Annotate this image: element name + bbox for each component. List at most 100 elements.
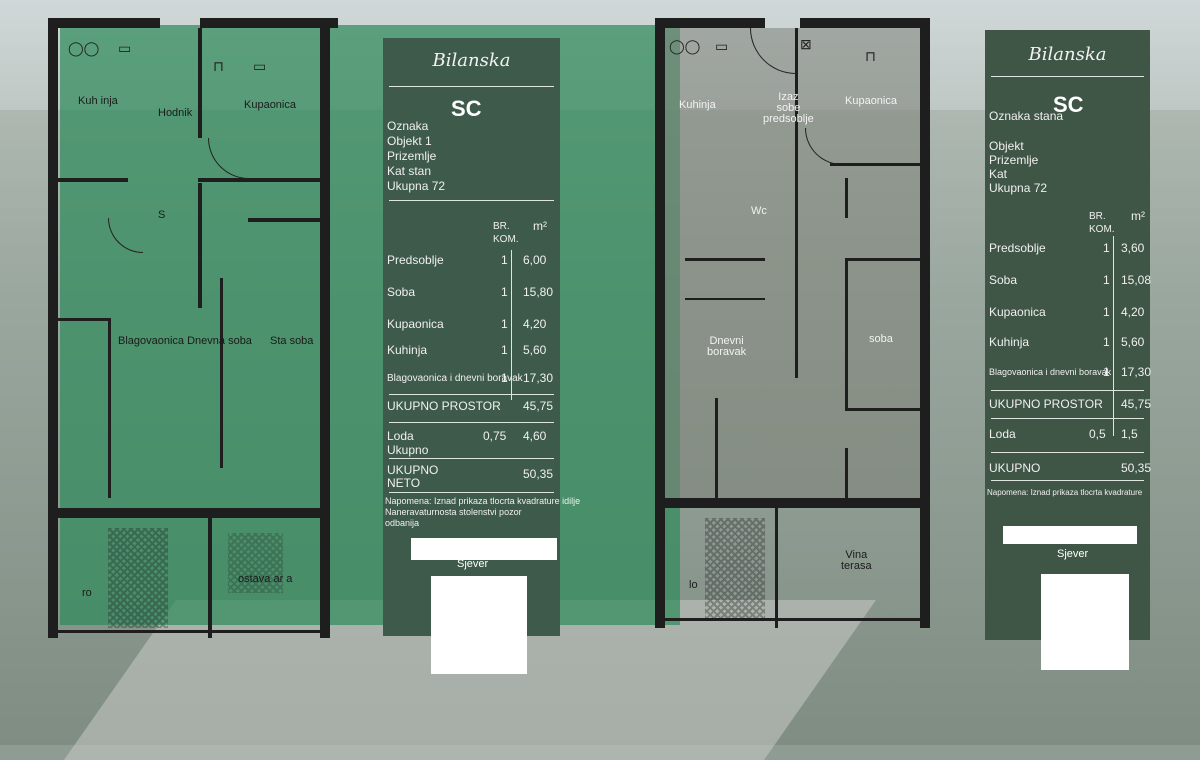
sink-icon: ▭ — [715, 38, 729, 54]
right-info-panel: Bilanska SC Oznaka stana Objekt Prizemlj… — [985, 30, 1152, 670]
row-area: 5,60 — [523, 343, 547, 357]
terrace-tiles — [705, 518, 765, 618]
compass-label: Sjever — [457, 558, 489, 570]
bathtub-icon: ⊠ — [800, 36, 812, 52]
row-area: 17,30 — [1121, 365, 1152, 379]
grand-total-label: UKUPNO — [989, 461, 1041, 475]
room-label-wc: Wc — [751, 205, 767, 217]
row-area: 5,60 — [1121, 335, 1145, 349]
column-header-count: BR. KOM. — [1089, 211, 1115, 235]
room-label-terrace-right: ostava ar a — [238, 573, 293, 585]
grand-total-value: 50,35 — [523, 467, 554, 481]
row-count: 1 — [501, 317, 508, 331]
row-area: 3,60 — [1121, 241, 1145, 255]
extra-row-area: 4,60 — [523, 429, 547, 443]
left-info-panel: Bilanska SC Oznaka Objekt 1 Prizemlje Ka… — [383, 38, 580, 674]
left-floor-plan: ◯◯ ▭ ▭ ⊓ Kuh inja Hodnik Kupaonica S Bla… — [48, 18, 338, 638]
extra-row-count: 0,5 — [1089, 427, 1106, 441]
extra-row-name: Loda — [989, 427, 1016, 441]
extra-row-area: 1,5 — [1121, 427, 1138, 441]
row-count: 1 — [501, 253, 508, 267]
compass-box — [431, 576, 527, 674]
header-line: Ukupna 72 — [989, 181, 1048, 195]
bathtub-icon: ▭ — [253, 58, 267, 74]
row-name: Predsoblje — [387, 253, 444, 267]
header-line: Kat stan — [387, 164, 432, 178]
extra-row-name: Ukupno — [387, 443, 429, 457]
room-label-living: Blagovaonica Dnevna soba — [118, 335, 252, 347]
total-label: UKUPNO PROSTOR — [387, 399, 501, 413]
stove-icon: ◯◯ — [669, 38, 701, 54]
total-label: UKUPNO PROSTOR — [989, 397, 1103, 411]
row-area: 4,20 — [523, 317, 547, 331]
row-name: Kuhinja — [387, 343, 428, 357]
row-count: 1 — [1103, 305, 1110, 319]
room-label-hall: Hodnik — [158, 107, 193, 119]
row-area: 17,30 — [523, 371, 554, 385]
terrace-tiles-left — [108, 528, 168, 628]
company-logo: SC — [451, 96, 482, 121]
left-plan-green-wash — [60, 25, 680, 625]
row-area: 15,08 — [1121, 273, 1152, 287]
row-count: 1 — [1103, 241, 1110, 255]
footnote: Napomena: Iznad prikaza tlocrta kvadratu… — [987, 488, 1143, 497]
room-label-kitchen: Kuhinja — [679, 99, 716, 111]
header-line: Prizemlje — [387, 149, 437, 163]
terrace-tiles-right — [228, 533, 283, 593]
row-count: 1 — [501, 285, 508, 299]
room-label-wc: S — [158, 209, 166, 221]
compass-box — [1003, 526, 1137, 544]
header-line: Kat — [989, 167, 1008, 181]
row-count: 1 — [501, 371, 508, 385]
compass-box — [411, 538, 557, 560]
door-swing — [208, 138, 249, 179]
column-header-area: m² — [533, 219, 547, 233]
company-logo: SC — [1053, 92, 1084, 117]
room-label-hall: Izaz sobe predsoblje — [763, 91, 814, 125]
footnote: Napomena: Iznad prikaza tlocrta kvadratu… — [385, 496, 581, 528]
header-line: Objekt — [989, 139, 1024, 153]
room-label-terrace: Vina terasa — [841, 549, 872, 572]
header-line: Oznaka stana — [989, 109, 1064, 123]
row-area: 15,80 — [523, 285, 554, 299]
row-count: 1 — [501, 343, 508, 357]
room-label-room: soba — [869, 333, 893, 345]
row-count: 1 — [1103, 365, 1110, 379]
row-name: Kuhinja — [989, 335, 1030, 349]
column-header-count: BR. KOM. — [493, 221, 519, 245]
row-area: 4,20 — [1121, 305, 1145, 319]
header-line: Oznaka — [387, 119, 429, 133]
grand-total-value: 50,35 — [1121, 461, 1152, 475]
header-line: Ukupna 72 — [387, 179, 446, 193]
row-count: 1 — [1103, 335, 1110, 349]
room-label-room: Sta soba — [270, 335, 314, 347]
extra-row-name: Loda — [387, 429, 414, 443]
total-value: 45,75 — [523, 399, 554, 413]
brand-logo: Bilanska — [432, 50, 511, 71]
column-header-area: m² — [1131, 209, 1145, 223]
row-name: Soba — [387, 285, 416, 299]
row-area: 6,00 — [523, 253, 547, 267]
room-label-terrace-left: ro — [82, 587, 92, 599]
sink-icon: ▭ — [118, 40, 132, 56]
row-name: Blagovaonica i dnevni boravak — [387, 373, 523, 384]
grand-total-label: UKUPNO NETO — [387, 463, 439, 490]
header-line: Prizemlje — [989, 153, 1039, 167]
row-name: Blagovaonica i dnevni boravak — [989, 367, 1112, 377]
row-name: Kupaonica — [387, 317, 444, 331]
compass-box — [1041, 574, 1129, 670]
row-count: 1 — [1103, 273, 1110, 287]
stove-icon: ◯◯ — [68, 40, 100, 56]
extra-row-count: 0,75 — [483, 429, 507, 443]
door-swing — [108, 218, 143, 253]
room-label-bathroom: Kupaonica — [845, 95, 897, 107]
total-value: 45,75 — [1121, 397, 1152, 411]
row-name: Soba — [989, 273, 1018, 287]
row-name: Kupaonica — [989, 305, 1046, 319]
compass-label: Sjever — [1057, 548, 1089, 560]
room-label-living: Dnevni boravak — [707, 335, 747, 358]
toilet-icon: ⊓ — [865, 48, 876, 64]
room-label-kitchen: Kuh inja — [78, 95, 118, 107]
row-name: Predsoblje — [989, 241, 1046, 255]
brand-logo: Bilanska — [1028, 44, 1107, 65]
